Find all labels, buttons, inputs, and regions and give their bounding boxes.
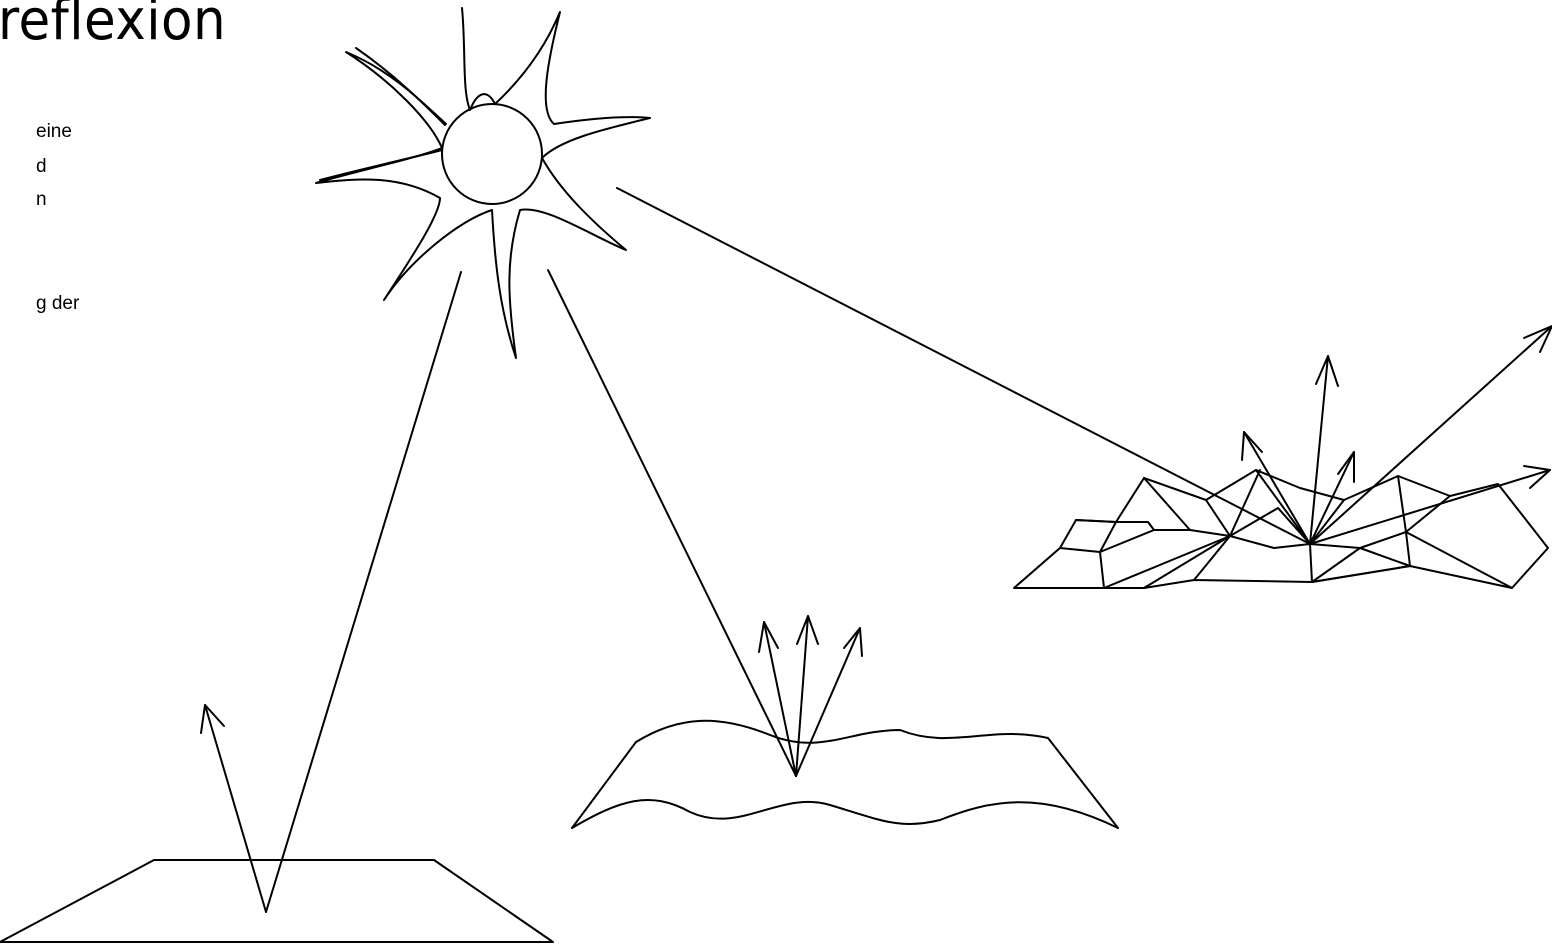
sun-ray-accent: [356, 48, 445, 125]
rough-surface-reflection: [617, 188, 1552, 588]
wavy-surface-left-edge: [572, 742, 636, 828]
reflected-ray-rough-5: [1310, 470, 1550, 544]
incident-ray-flat: [266, 272, 461, 912]
reflected-ray-rough-2: [1310, 356, 1328, 544]
incident-ray-rough: [617, 188, 1310, 544]
incident-ray-wavy: [548, 270, 796, 776]
flat-surface-reflection: [0, 272, 553, 942]
sun-ray-accent-2: [320, 150, 442, 180]
flat-surface: [0, 860, 553, 942]
sun-rays: [316, 8, 650, 358]
reflected-ray-wavy-1: [764, 622, 796, 776]
sun-icon: [316, 8, 650, 358]
wavy-surface-reflection: [548, 270, 1118, 828]
wavy-surface-bottom: [572, 800, 1118, 828]
rough-surface-facets: [1060, 470, 1512, 588]
wavy-surface-top: [636, 721, 1048, 743]
reflected-ray-flat: [205, 705, 266, 912]
sun-disc: [442, 104, 542, 204]
